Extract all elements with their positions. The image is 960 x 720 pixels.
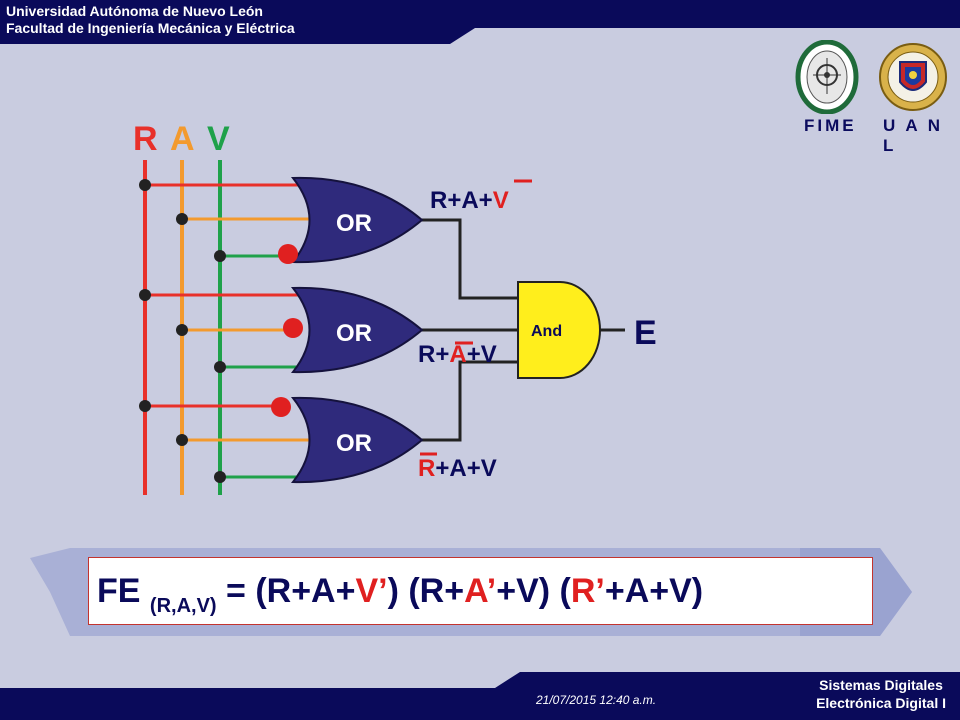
- gate-3-output-label: R+A+V: [418, 455, 497, 482]
- formula-mid2: +V) (: [496, 572, 571, 610]
- or-gate-3-label: OR: [336, 430, 372, 457]
- faculty-name: Facultad de Ingeniería Mecánica y Eléctr…: [6, 20, 295, 36]
- header-bar: [0, 0, 960, 44]
- course-line-1: Sistemas Digitales: [819, 677, 943, 693]
- inverter-bubble-a: [283, 318, 303, 338]
- formula-args: (R,A,V): [149, 595, 217, 617]
- or-gate-2-label: OR: [336, 320, 372, 347]
- formula-mid1: ) (R+: [387, 572, 465, 610]
- gate-output-wires: [420, 218, 625, 442]
- gate-2-output-label: R+A+V: [418, 341, 497, 368]
- or-gate-3: [290, 396, 424, 484]
- footer-bar: [0, 672, 960, 720]
- header-text: Universidad Autónoma de Nuevo León Facul…: [6, 3, 295, 37]
- and-gate: [517, 281, 601, 379]
- or-gate-2: [290, 286, 424, 374]
- formula-eq: = (R+A+: [216, 572, 356, 610]
- and-gate-label: And: [531, 323, 562, 340]
- or-gate-1-label: OR: [336, 210, 372, 237]
- uanl-label: U A N L: [883, 116, 944, 155]
- fime-label: FIME: [804, 116, 857, 135]
- input-label-v: V: [207, 120, 230, 158]
- input-label-r: R: [133, 120, 158, 158]
- formula-r-complement: R’: [570, 572, 605, 610]
- output-label-e: E: [634, 314, 657, 352]
- formula-a-complement: A’: [464, 572, 497, 610]
- gate-1-output-label: R+A+V: [430, 187, 509, 214]
- inverter-bubble-v: [278, 244, 298, 264]
- uanl-logo: [879, 43, 947, 111]
- datestamp: 21/07/2015 12:40 a.m.: [536, 693, 657, 707]
- fime-logo: [795, 40, 859, 114]
- or-gate-1: [290, 176, 424, 264]
- input-label-a: A: [170, 120, 195, 158]
- formula-box: FE (R,A,V) = (R+A+V’) (R+A’+V) (R’+A+V): [88, 557, 873, 625]
- course-line-2: Electrónica Digital I: [816, 695, 946, 711]
- university-name: Universidad Autónoma de Nuevo León: [6, 3, 263, 19]
- formula-tail: +A+V): [604, 572, 704, 610]
- junction-dots: [139, 179, 226, 483]
- formula-v-complement: V’: [355, 572, 388, 610]
- inverter-bubble-r: [271, 397, 291, 417]
- formula-fe: FE: [97, 572, 141, 610]
- course-title: Sistemas Digitales Electrónica Digital I: [816, 676, 946, 712]
